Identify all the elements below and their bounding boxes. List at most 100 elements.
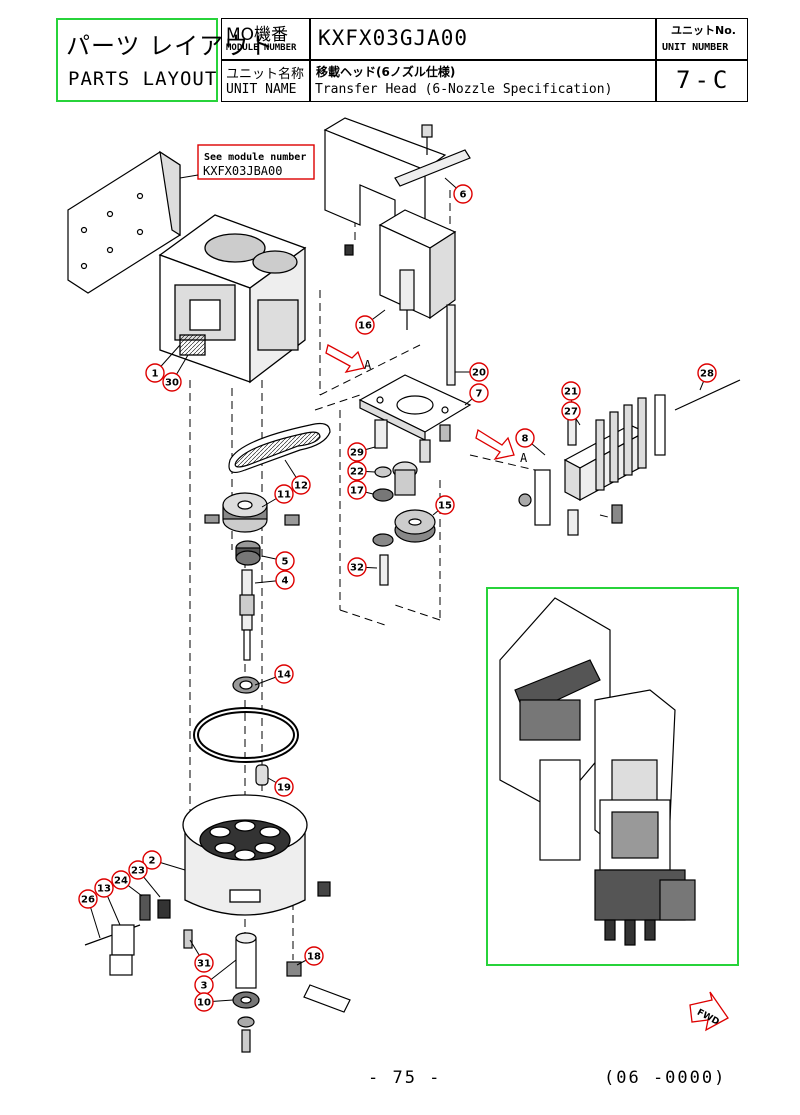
part-label-24: 24 — [114, 876, 128, 887]
unit-name-cell — [310, 60, 656, 102]
pin — [255, 764, 269, 786]
part-label-15: 15 — [438, 501, 452, 512]
title-block: パーツ レイアウト PARTS LAYOUT MO機番 MODULE NUMBE… — [56, 18, 748, 102]
pulley-large — [204, 492, 300, 533]
part-balloon-15 — [435, 495, 455, 515]
part-balloon-12 — [291, 475, 311, 495]
part-balloon-11 — [274, 484, 294, 504]
section-marks: A A — [364, 358, 528, 465]
part-label-27: 27 — [564, 407, 578, 418]
part-label-4: 4 — [282, 576, 289, 587]
bearing-and-ring — [193, 676, 299, 763]
part-label-30: 30 — [165, 378, 179, 389]
rotary-base — [182, 794, 308, 916]
motor — [378, 209, 457, 330]
part-label-6: 6 — [460, 190, 467, 201]
valve-manifold — [518, 379, 741, 536]
parts-layout-jp: パーツ レイアウト — [66, 32, 275, 60]
part-balloon-27 — [561, 401, 581, 421]
part-label-18: 18 — [307, 952, 321, 963]
part-label-14: 14 — [277, 670, 291, 681]
part-label-13: 13 — [97, 884, 111, 895]
part-label-17: 17 — [350, 486, 364, 497]
part-label-1: 1 — [152, 369, 159, 380]
part-label-21: 21 — [564, 387, 578, 398]
unit-no-label-cell — [656, 18, 748, 60]
unit-name-label-en: UNIT NAME — [226, 82, 297, 97]
part-balloon-21 — [561, 381, 581, 401]
see-module-callout: See module number KXFX03JBA00 — [179, 144, 315, 180]
part-balloon-18 — [304, 946, 324, 966]
callout-line1: See module number — [204, 152, 306, 163]
direction-arrows — [325, 344, 515, 460]
part-label-10: 10 — [197, 998, 211, 1009]
part-label-2: 2 — [149, 856, 156, 867]
part-balloon-13 — [94, 878, 114, 898]
part-label-28: 28 — [700, 369, 714, 380]
unit-number: 7-C — [676, 66, 732, 94]
part-balloon-1 — [145, 363, 165, 383]
part-balloon-29 — [347, 442, 367, 462]
part-balloon-20 — [469, 362, 489, 382]
part-balloon-32 — [347, 557, 367, 577]
unit-no-label-jp: ユニットNo. — [671, 24, 736, 37]
part-label-26: 26 — [81, 895, 95, 906]
part-label-19: 19 — [277, 783, 291, 794]
part-balloon-28 — [697, 363, 717, 383]
part-label-12: 12 — [294, 481, 308, 492]
part-label-7: 7 — [476, 389, 483, 400]
part-label-16: 16 — [358, 321, 372, 332]
unit-no-label-en: UNIT NUMBER — [662, 42, 729, 53]
part-balloon-8 — [515, 428, 535, 448]
part-label-23: 23 — [131, 866, 145, 877]
sensor-assembly — [84, 894, 171, 976]
fwd-arrow: FWD — [689, 991, 729, 1032]
part-balloon-6 — [453, 184, 473, 204]
head-frame — [158, 214, 307, 384]
small-gear-and-shaft — [235, 540, 261, 661]
parts-layout-box — [56, 18, 218, 102]
parts-layout-en: PARTS LAYOUT — [68, 68, 218, 90]
nozzle-parts — [286, 881, 351, 1013]
part-balloon-16 — [355, 315, 375, 335]
part-balloon-5 — [275, 551, 295, 571]
module-number: KXFX03GJA00 — [318, 26, 469, 50]
part-balloon-24 — [111, 870, 131, 890]
part-label-3: 3 — [201, 981, 208, 992]
part-label-31: 31 — [197, 959, 211, 970]
callout-line2: KXFX03JBA00 — [203, 164, 282, 178]
part-balloon-14 — [274, 664, 294, 684]
section-mark-1: A — [364, 358, 372, 372]
unit-name-value-en: Transfer Head (6-Nozzle Specification) — [315, 82, 613, 97]
page-number: - 75 - — [368, 1068, 442, 1088]
part-balloon-2 — [142, 850, 162, 870]
part-labels: 1302345678101112131415161718192021222324… — [78, 177, 717, 1012]
part-balloon-19 — [274, 777, 294, 797]
part-balloon-10 — [194, 992, 214, 1012]
nozzle-holder-parts — [372, 419, 436, 586]
part-balloon-31 — [194, 953, 214, 973]
unit-no-cell — [656, 60, 748, 102]
mo-label-cell — [221, 18, 310, 60]
mounting-plate — [358, 374, 472, 442]
section-mark-2: A — [520, 451, 528, 465]
long-shaft — [446, 304, 456, 386]
part-label-5: 5 — [282, 557, 289, 568]
part-balloon-4 — [275, 570, 295, 590]
part-label-22: 22 — [350, 467, 364, 478]
mo-label-jp: MO機番 — [226, 25, 289, 45]
part-balloon-23 — [128, 860, 148, 880]
part-balloon-7 — [469, 383, 489, 403]
unit-name-label-cell — [221, 60, 310, 102]
assembled-view — [486, 587, 739, 966]
part-balloon-26 — [78, 889, 98, 909]
unit-name-value-jp: 移載ヘッド(6ノズル仕様) — [316, 65, 456, 79]
part-label-20: 20 — [472, 368, 486, 379]
part-balloon-17 — [347, 480, 367, 500]
part-balloon-30 — [162, 372, 182, 392]
page-code: (06 -0000) — [604, 1068, 727, 1088]
part-label-32: 32 — [350, 563, 364, 574]
part-label-8: 8 — [522, 434, 529, 445]
back-plate — [67, 150, 181, 294]
